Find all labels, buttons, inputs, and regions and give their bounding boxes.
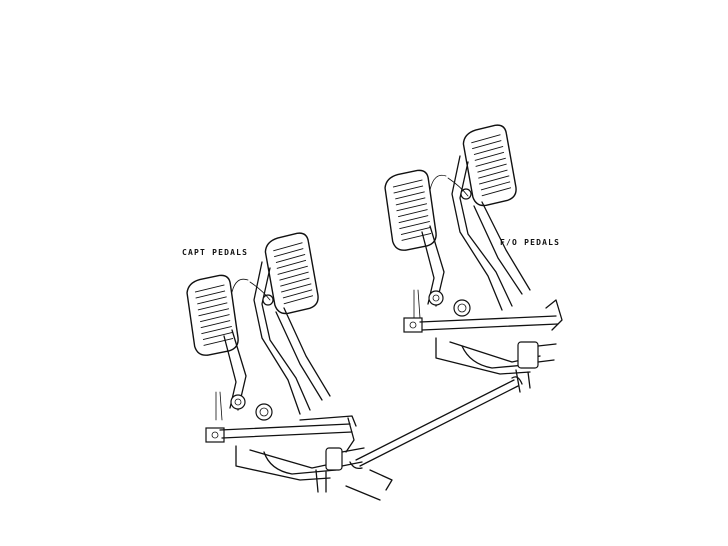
fo-mount-bracket — [403, 317, 423, 333]
fo-actuator — [517, 341, 539, 369]
capt-pedal-assembly — [184, 230, 365, 493]
capt-pedals-label: CAPT PEDALS — [182, 248, 249, 257]
fo-pedal-assembly — [382, 122, 563, 393]
fo-pedals-label: F/O PEDALS — [500, 238, 561, 247]
capt-mount-bracket — [205, 427, 225, 443]
fo-left-pedal — [382, 168, 439, 253]
capt-actuator — [325, 447, 343, 471]
interconnect-rod — [355, 379, 519, 467]
capt-pivot-hub — [230, 394, 246, 410]
fo-pivot-hub — [428, 290, 444, 306]
capt-left-pedal — [184, 273, 241, 358]
